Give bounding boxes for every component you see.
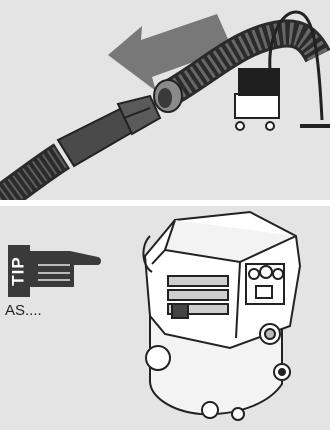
tip-panel: TIP AS.... [0, 206, 330, 430]
vacuum-machine-drawing [0, 206, 330, 430]
hose-connection-illustration [0, 0, 330, 200]
vacuum-machine-icon [143, 212, 300, 420]
hose-icon [0, 96, 160, 200]
hose-connection-drawing [0, 0, 330, 200]
